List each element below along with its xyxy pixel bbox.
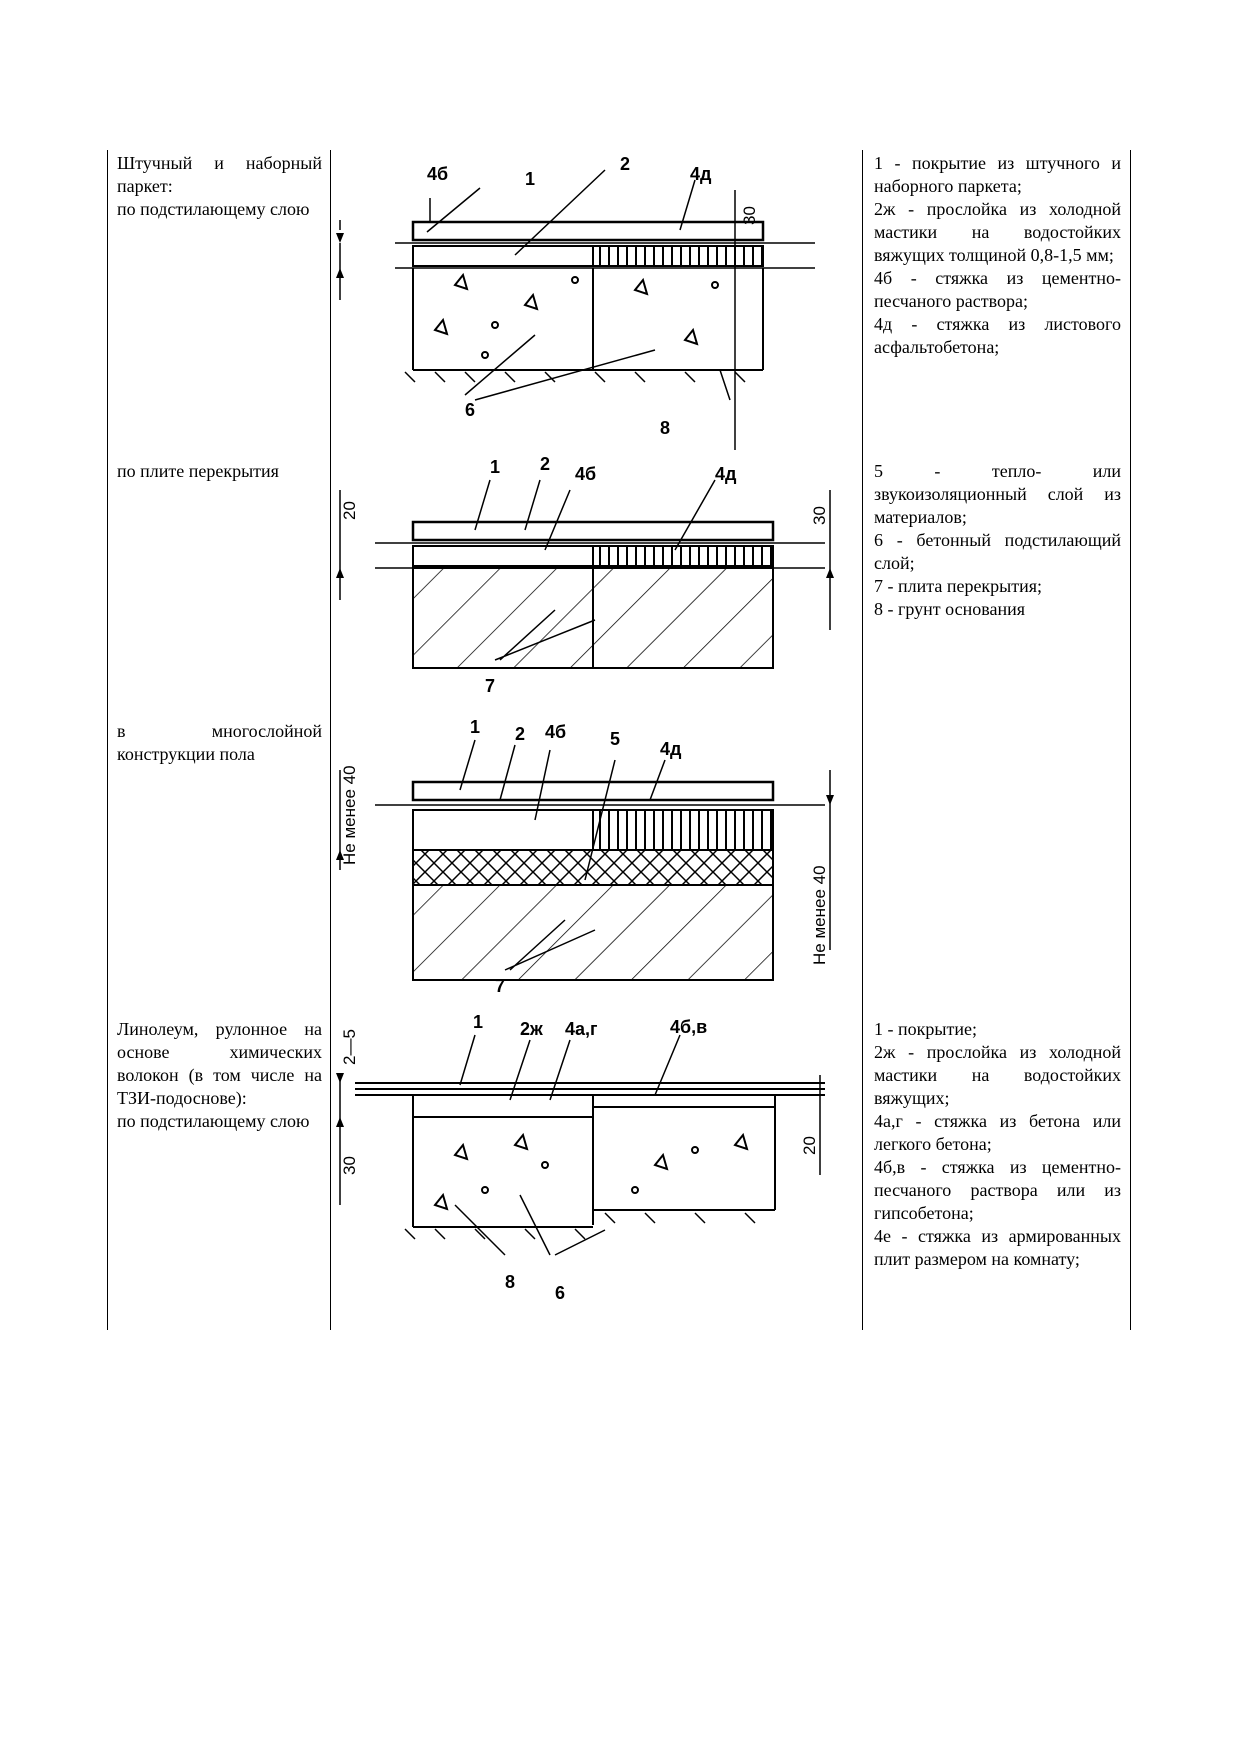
legend-item: 4б - стяжка из цементно-песчаного раство…: [874, 268, 1121, 311]
legend-item: 6 - бетонный подстилающий слой;: [874, 530, 1121, 573]
row4-material-cell: Линолеум, рулонное на основе химических …: [117, 1018, 322, 1133]
parquet-layer: [411, 520, 775, 542]
row3-floor-diagram: Не менее 40 Не менее 40 1 2 4б 5 4д 7: [335, 710, 860, 1000]
label-8: 8: [505, 1272, 515, 1292]
dim-label: Не менее 40: [340, 765, 359, 865]
label-1: 1: [470, 717, 480, 737]
row4-floor-diagram: 2—5 30 20 1 2ж 4а,г 4б,в 8 6: [335, 1005, 860, 1305]
dim-label: 20: [340, 501, 359, 520]
label-6: 6: [555, 1283, 565, 1303]
label-4b: 4б: [427, 164, 448, 184]
label-5: 5: [610, 729, 620, 749]
row3-material-cell: в многослойной конструкции пола: [117, 720, 322, 766]
label-1: 1: [490, 457, 500, 477]
row4-legend-cell: 1 - покрытие; 2ж - прослойка из холодной…: [874, 1018, 1121, 1271]
label-2: 2: [620, 154, 630, 174]
legend-item: 8 - грунт основания: [874, 599, 1026, 619]
dim-label: 2—5: [340, 1029, 359, 1065]
row1-floor-diagram: 20 30 4б 1 2 4д 6 8: [335, 150, 860, 450]
legend-item: 4а,г - стяжка из бетона или легкого бето…: [874, 1111, 1121, 1154]
legend-item: 4д - стяжка из листового асфальтобетона;: [874, 314, 1121, 357]
label-8: 8: [660, 418, 670, 438]
screed-cement-layer: [412, 545, 594, 567]
screed-asphalt-layer: [592, 809, 774, 851]
parquet-layer: [411, 780, 775, 802]
legend-item: 4б,в - стяжка из цементно-песчаного раст…: [874, 1157, 1121, 1223]
label-1: 1: [473, 1012, 483, 1032]
screed-concrete-layer: [412, 1094, 594, 1118]
label-4b: 4б: [575, 464, 596, 484]
dim-label: 30: [740, 206, 759, 225]
screed-cement-layer: [592, 1094, 776, 1108]
concrete-base: [412, 1107, 776, 1228]
floor-slab: [412, 884, 774, 981]
concrete-base-left: [412, 268, 764, 370]
parquet-layer: [411, 220, 765, 242]
label-7: 7: [485, 676, 495, 696]
label-6: 6: [465, 400, 475, 420]
row1-material-cell: Штучный и наборный паркет: по подстилающ…: [117, 152, 322, 221]
dim-label: 30: [340, 1156, 359, 1175]
row4-material-text: по подстилающему слою: [117, 1111, 310, 1131]
insulation-layer: [412, 849, 774, 886]
label-2zh: 2ж: [520, 1019, 543, 1039]
legend-item: 7 - плита перекрытия;: [874, 576, 1043, 596]
legend-item: 4е - стяжка из армированных плит размеро…: [874, 1226, 1121, 1269]
screed-asphalt-layer: [592, 545, 774, 567]
row2-material-text: по плите перекрытия: [117, 461, 279, 481]
legend-item: 2ж - прослойка из холодной мастики на во…: [874, 1042, 1121, 1108]
dim-label: 30: [810, 506, 829, 525]
row4-material-text: Линолеум, рулонное на основе химических …: [117, 1019, 322, 1108]
legend-item: 2ж - прослойка из холодной мастики на во…: [874, 199, 1121, 265]
label-4bv: 4б,в: [670, 1017, 707, 1037]
label-4d: 4д: [660, 739, 682, 759]
screed-cement-layer: [412, 245, 594, 267]
table-rule-left: [107, 150, 108, 1330]
label-4d: 4д: [690, 164, 712, 184]
label-2: 2: [540, 454, 550, 474]
label-7: 7: [495, 976, 505, 996]
row2-legend-cell: 5 - тепло- или звукоизоляционный слой из…: [874, 460, 1121, 621]
label-2: 2: [515, 724, 525, 744]
table-rule-right: [1130, 150, 1131, 1330]
legend-item: 1 - покрытие из штучного и наборного пар…: [874, 153, 1121, 196]
screed-asphalt-layer: [592, 245, 764, 267]
dim-label: Не менее 40: [810, 865, 829, 965]
table-rule-mid-1: [330, 150, 331, 1330]
row2-material-cell: по плите перекрытия: [117, 460, 322, 483]
label-1: 1: [525, 169, 535, 189]
row1-material-text: Штучный и наборный паркет:: [117, 153, 322, 196]
dim-label: 20: [800, 1136, 819, 1155]
label-4b: 4б: [545, 722, 566, 742]
label-4ag: 4а,г: [565, 1019, 598, 1039]
row1-material-text: по подстилающему слою: [117, 199, 310, 219]
row1-legend-cell: 1 - покрытие из штучного и наборного пар…: [874, 152, 1121, 359]
label-4d: 4д: [715, 464, 737, 484]
row2-floor-diagram: 20 30 1 2 4б 4д 7: [335, 450, 860, 700]
screed-cement-layer: [412, 809, 594, 851]
table-rule-mid-2: [862, 150, 863, 1330]
row3-material-text: в многослойной конструкции пола: [117, 721, 322, 764]
legend-item: 1 - покрытие;: [874, 1019, 977, 1039]
legend-item: 5 - тепло- или звукоизоляционный слой из…: [874, 461, 1121, 527]
